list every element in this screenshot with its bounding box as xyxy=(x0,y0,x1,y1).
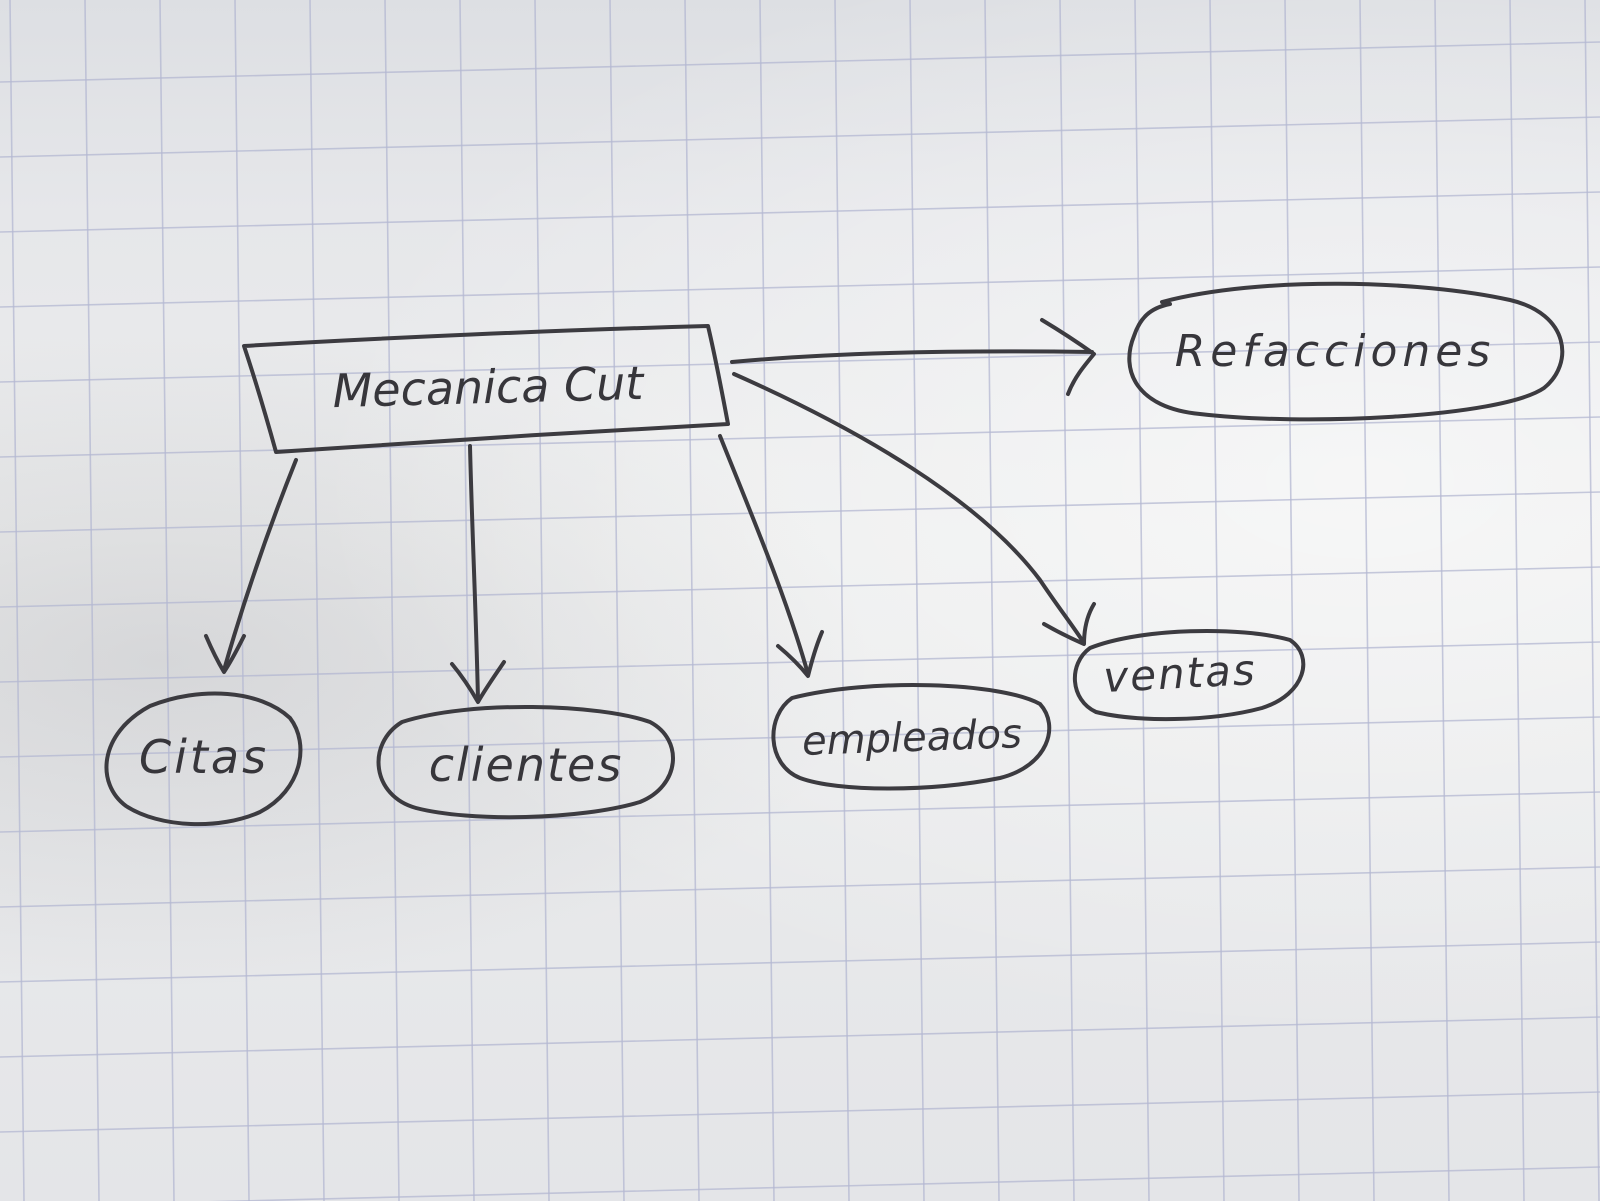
grid-line-vertical xyxy=(834,0,850,1201)
edge-to-clientes xyxy=(450,444,506,704)
grid-line-vertical xyxy=(1584,0,1600,1201)
edge-to-refacciones xyxy=(730,318,1096,396)
grid-line-vertical xyxy=(1059,0,1075,1201)
grid-line-horizontal xyxy=(0,566,1600,608)
arrow-head xyxy=(1042,602,1096,646)
grid-line-vertical xyxy=(9,0,25,1201)
grid-line-horizontal xyxy=(0,416,1600,458)
grid-line-horizontal xyxy=(0,716,1600,758)
node-outline xyxy=(1127,281,1565,422)
grid-line-vertical xyxy=(909,0,925,1201)
arrow-line xyxy=(718,434,810,676)
arrow-line xyxy=(468,444,480,702)
arrow-line xyxy=(730,349,1094,364)
grid-line-horizontal xyxy=(0,191,1600,233)
grid-line-vertical xyxy=(309,0,325,1201)
grid-line-vertical xyxy=(1284,0,1300,1201)
grid-line-horizontal xyxy=(207,1166,1600,1201)
grid-line-horizontal xyxy=(0,1091,1600,1133)
node-label: empleados xyxy=(801,711,1022,765)
grid-line-horizontal xyxy=(0,116,1600,158)
node-outline xyxy=(376,705,675,820)
central-node-box xyxy=(242,324,730,454)
grid-line-horizontal xyxy=(0,791,1600,833)
edge-to-citas xyxy=(204,458,298,674)
grid-line-vertical xyxy=(84,0,100,1201)
arrow-line xyxy=(732,372,1084,642)
node-clientes[interactable]: clientes xyxy=(376,705,675,820)
grid-line-horizontal xyxy=(0,1016,1600,1058)
grid-line-horizontal xyxy=(0,266,1600,308)
grid-line-vertical xyxy=(384,0,400,1201)
grid-line-horizontal xyxy=(0,41,1600,83)
grid-line-vertical xyxy=(984,0,1000,1201)
node-outline xyxy=(1073,629,1306,722)
grid-line-horizontal xyxy=(0,491,1600,533)
central-node-label: Mecanica Cut xyxy=(332,356,646,418)
node-label: Refacciones xyxy=(1175,326,1496,377)
grid-line-vertical xyxy=(1509,0,1525,1201)
node-label: Citas xyxy=(139,730,269,784)
grid-line-vertical xyxy=(1134,0,1150,1201)
node-citas[interactable]: Citas xyxy=(104,691,303,827)
grid-line-vertical xyxy=(459,0,475,1201)
arrow-head xyxy=(204,634,246,674)
arrow-line xyxy=(222,458,298,672)
arrow-head xyxy=(1040,318,1096,396)
edge-to-ventas xyxy=(732,372,1096,646)
grid-line-vertical xyxy=(1434,0,1450,1201)
grid-line-vertical xyxy=(1209,0,1225,1201)
central-node[interactable]: Mecanica Cut xyxy=(242,324,730,454)
grid-line-vertical xyxy=(1359,0,1375,1201)
grid-line-vertical xyxy=(534,0,550,1201)
grid-line-vertical xyxy=(684,0,700,1201)
grid-line-horizontal xyxy=(0,941,1600,983)
node-outline xyxy=(771,683,1052,791)
grid-line-vertical xyxy=(159,0,175,1201)
node-outline xyxy=(104,691,303,827)
node-empleados[interactable]: empleados xyxy=(771,683,1052,791)
arrow-head xyxy=(776,630,824,678)
edge-to-empleados xyxy=(718,434,824,678)
grid-line-vertical xyxy=(759,0,775,1201)
node-label: ventas xyxy=(1102,645,1258,702)
arrow-head xyxy=(450,660,506,704)
grid-line-horizontal xyxy=(0,866,1600,908)
node-refacciones[interactable]: Refacciones xyxy=(1127,281,1565,422)
grid-line-horizontal xyxy=(0,641,1600,683)
node-ventas[interactable]: ventas xyxy=(1073,629,1306,722)
node-label: clientes xyxy=(429,738,624,792)
grid-line-vertical xyxy=(609,0,625,1201)
grid-line-horizontal xyxy=(0,341,1600,383)
